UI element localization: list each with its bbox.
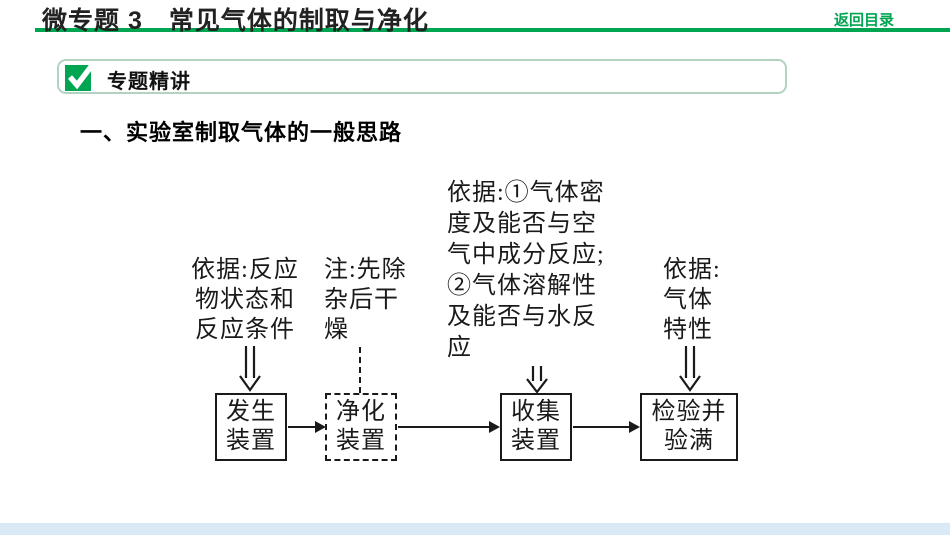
annotation-line: 燥 xyxy=(324,317,349,343)
flow-box-label: 装置 xyxy=(511,428,561,454)
topic-heading: 一、实验室制取气体的一般思路 xyxy=(80,120,403,145)
annotation-line: 及能否与水反 xyxy=(447,304,597,330)
back-to-contents-link[interactable]: 返回目录 xyxy=(833,12,894,29)
right-arrow-icon xyxy=(288,421,326,433)
annotation-line: 依据:①气体密 xyxy=(447,180,605,206)
flow-box-label: 检验并 xyxy=(651,399,727,425)
annotation-line: ②气体溶解性 xyxy=(447,273,597,299)
annotation-line: 特性 xyxy=(663,317,713,343)
check-icon xyxy=(63,59,97,93)
flow-box-label: 发生 xyxy=(226,399,276,425)
annotation-line: 应 xyxy=(447,335,472,361)
flow-box-label: 装置 xyxy=(226,428,276,454)
right-arrow-icon xyxy=(398,421,500,433)
annotation-line: 依据:反应 xyxy=(191,257,299,283)
annotation-generation-basis: 依据:反应 物状态和 反应条件 xyxy=(185,255,305,345)
flow-box-collection-device: 收集 装置 xyxy=(500,393,572,461)
page-header: 微专题 3 常见气体的制取与净化 返回目录 xyxy=(0,0,950,35)
double-down-arrow-icon xyxy=(677,346,703,397)
section-banner: 专题精讲 xyxy=(57,59,787,94)
header-underline xyxy=(35,28,950,32)
flow-diagram: 依据:反应 物状态和 反应条件 注:先除 杂后干 燥 依据:①气体密 度及能否与… xyxy=(0,170,950,480)
annotation-verification-basis: 依据: 气体 特性 xyxy=(663,255,721,345)
annotation-line: 注:先除 xyxy=(324,257,407,283)
double-down-arrow-icon xyxy=(237,346,263,397)
flow-box-label: 装置 xyxy=(336,428,386,454)
section-title: 专题精讲 xyxy=(107,71,191,93)
flow-box-generation-device: 发生 装置 xyxy=(215,393,287,461)
annotation-line: 反应条件 xyxy=(195,317,295,343)
double-down-arrow-icon xyxy=(524,366,550,399)
annotation-purification-note: 注:先除 杂后干 燥 xyxy=(324,255,407,345)
flow-box-label: 净化 xyxy=(336,399,386,425)
flow-box-verify-device: 检验并 验满 xyxy=(640,393,738,461)
annotation-line: 气中成分反应; xyxy=(447,242,605,268)
flow-box-label: 验满 xyxy=(664,428,714,454)
annotation-line: 气体 xyxy=(663,287,713,313)
annotation-line: 度及能否与空 xyxy=(447,211,597,237)
annotation-line: 依据: xyxy=(663,257,721,283)
annotation-line: 杂后干 xyxy=(324,287,399,313)
page-title: 微专题 3 常见气体的制取与净化 xyxy=(42,7,429,35)
right-arrow-icon xyxy=(573,421,640,433)
annotation-collection-basis: 依据:①气体密 度及能否与空 气中成分反应; ②气体溶解性 及能否与水反 应 xyxy=(447,178,605,364)
flow-box-label: 收集 xyxy=(511,399,561,425)
flow-box-purification-device: 净化 装置 xyxy=(325,393,397,461)
dashed-connector-line xyxy=(359,347,361,393)
annotation-line: 物状态和 xyxy=(195,287,295,313)
bottom-bar xyxy=(0,523,950,535)
